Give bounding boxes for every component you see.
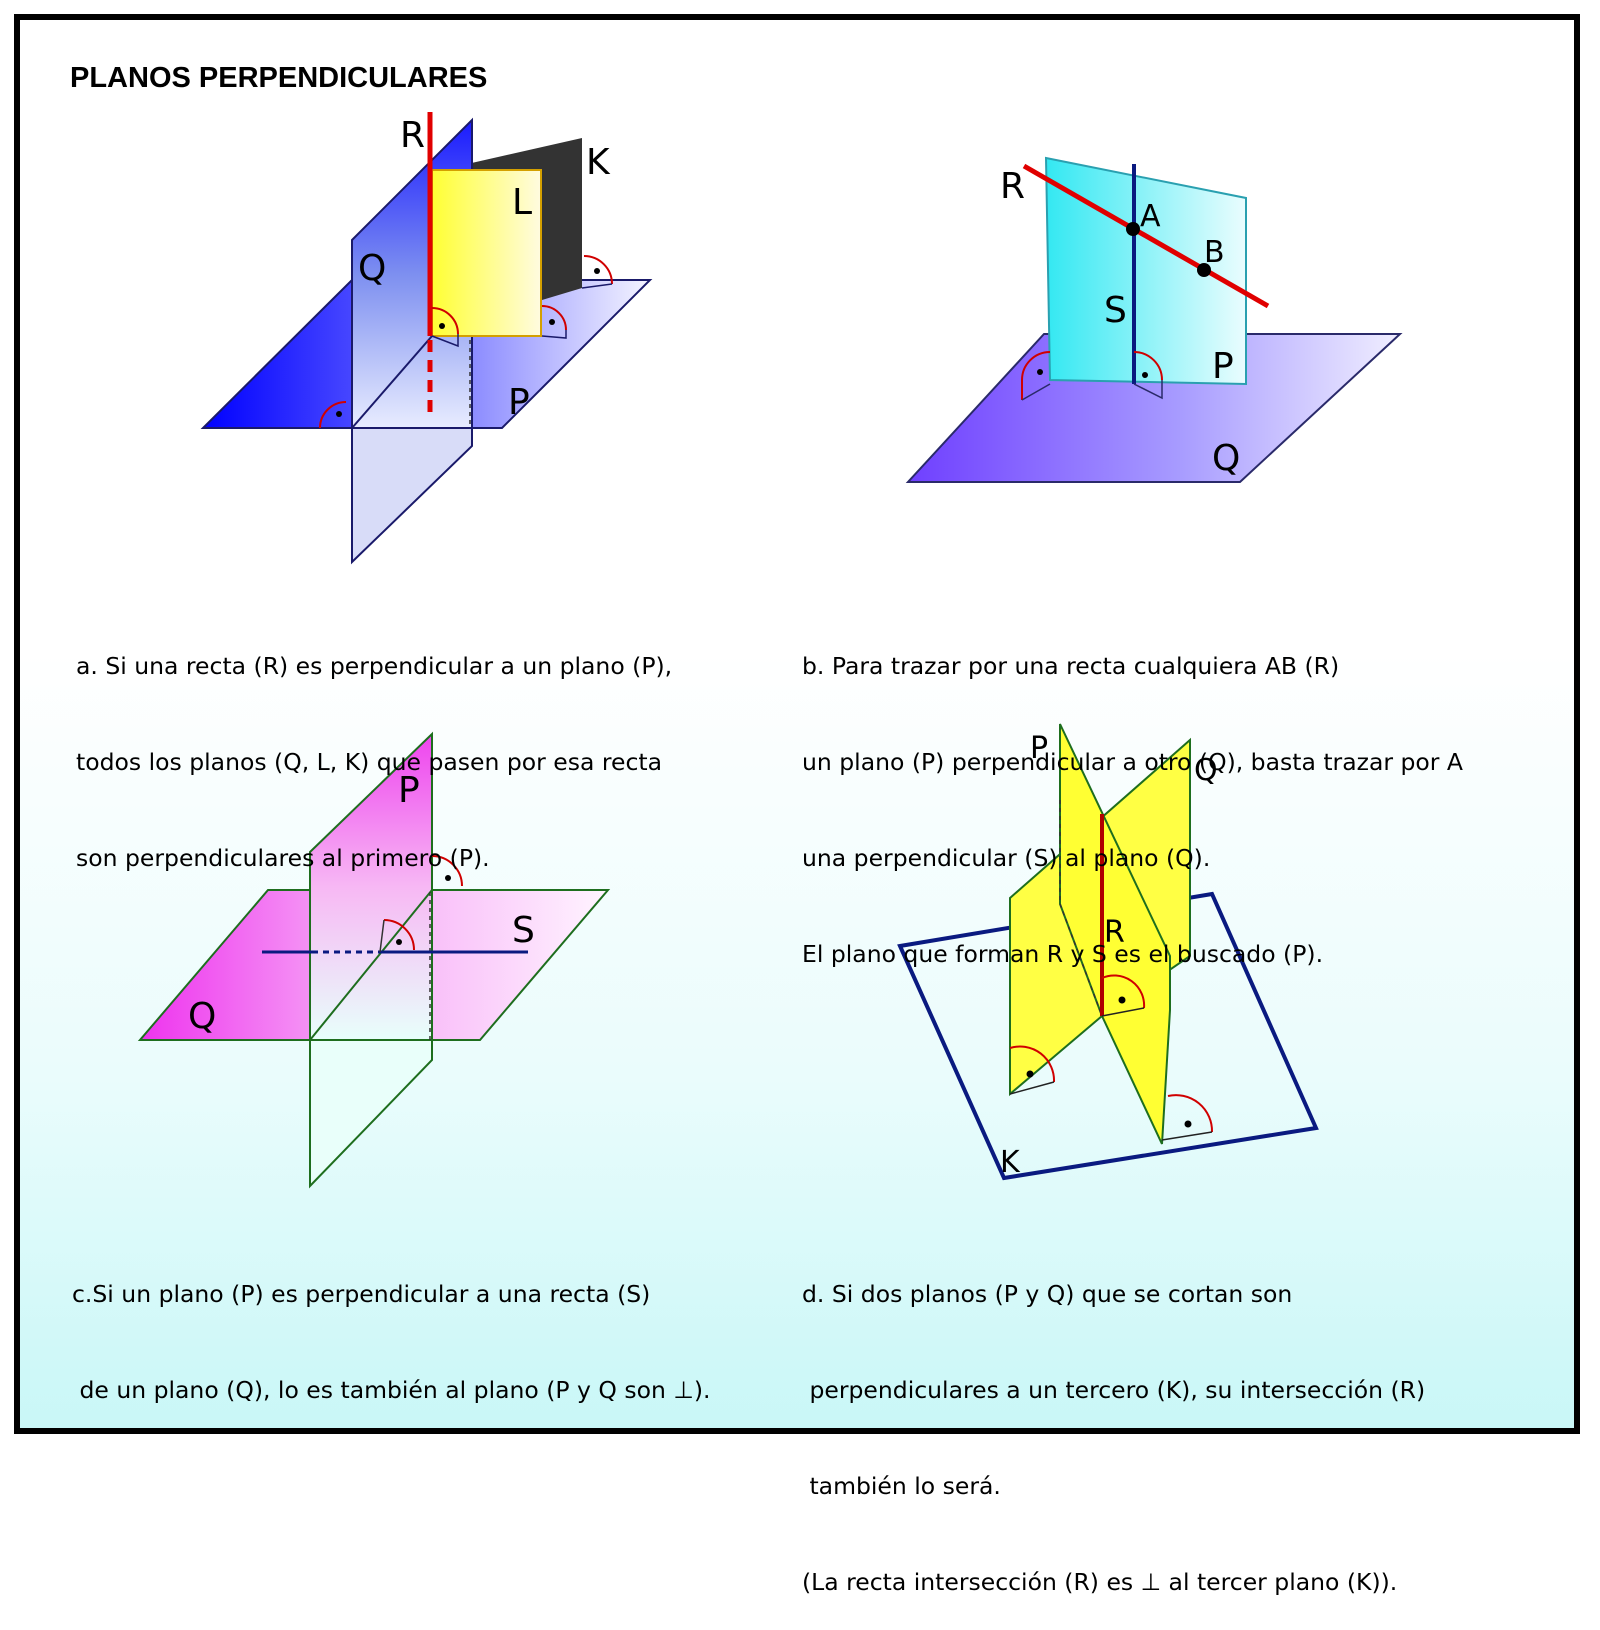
label-q-d: Q xyxy=(1194,753,1218,788)
dots-a xyxy=(336,268,600,417)
plane-q-lower-a xyxy=(351,427,473,565)
label-q-b: Q xyxy=(1212,438,1240,479)
label-a-b: A xyxy=(1140,199,1161,234)
point-a-b xyxy=(1126,222,1140,236)
caption-line: a. Si una recta (R) es perpendicular a u… xyxy=(76,652,673,680)
dots-c xyxy=(396,875,451,945)
caption-line: una perpendicular (S) al plano (Q). xyxy=(802,844,1211,872)
label-s-b: S xyxy=(1104,290,1127,331)
plane-p-lower-c xyxy=(309,1039,433,1189)
label-p-b: P xyxy=(1212,346,1234,387)
label-q-c: Q xyxy=(188,996,216,1037)
sheet-frame xyxy=(14,14,1580,1434)
label-l-a: L xyxy=(512,182,532,223)
plane-q-b xyxy=(905,333,1403,483)
trace-p-on-q-c xyxy=(309,889,433,1041)
right-angle-ticks-c xyxy=(379,919,385,953)
right-angle-ticks-b xyxy=(1021,380,1163,401)
right-angle-marks-c xyxy=(383,855,463,951)
figure-b: R A B S P Q xyxy=(905,156,1403,483)
right-angle-ticks-d xyxy=(1009,1007,1213,1141)
figure-d: P Q R K xyxy=(897,723,1319,1181)
right-angle-marks-d xyxy=(1009,974,1214,1133)
caption-c: c.Si un plano (P) es perpendicular a una… xyxy=(72,1214,711,1438)
label-p-a: P xyxy=(508,382,530,423)
right-angle-ticks-a xyxy=(431,283,613,348)
caption-a: a. Si una recta (R) es perpendicular a u… xyxy=(76,586,672,906)
label-r-d: R xyxy=(1104,915,1125,950)
label-r-a: R xyxy=(400,115,425,156)
label-p-c: P xyxy=(398,770,420,811)
label-k-a: K xyxy=(586,142,611,183)
trace-q-on-p-a xyxy=(351,335,433,429)
caption-line: de un plano (Q), lo es también al plano … xyxy=(72,1376,711,1404)
figure-c: P S Q xyxy=(137,731,611,1189)
label-k-d: K xyxy=(1000,1145,1021,1180)
point-b-b xyxy=(1197,263,1211,277)
right-angle-marks-a xyxy=(319,255,613,429)
plane-p-b xyxy=(1044,156,1247,386)
caption-b: b. Para trazar por una recta cualquiera … xyxy=(802,586,1463,1002)
caption-line: un plano (P) perpendicular a otro (Q), b… xyxy=(802,748,1463,776)
plane-p-upper-c xyxy=(309,731,433,1041)
label-q-a: Q xyxy=(358,248,386,289)
dots-d xyxy=(1026,996,1192,1128)
label-s-c: S xyxy=(512,910,535,951)
figure-a: R K L Q P xyxy=(200,112,653,565)
right-angle-marks-b xyxy=(1021,351,1163,400)
caption-line: todos los planos (Q, L, K) que pasen por… xyxy=(76,748,662,776)
caption-line: son perpendiculares al primero (P). xyxy=(76,844,490,872)
hidden-trace-d xyxy=(1059,903,1103,1017)
caption-line: b. Para trazar por una recta cualquiera … xyxy=(802,652,1340,680)
line-r-b xyxy=(1022,163,1270,309)
label-r-b: R xyxy=(1000,166,1025,207)
caption-line: c.Si un plano (P) es perpendicular a una… xyxy=(72,1280,651,1308)
dots-b xyxy=(1037,369,1148,378)
label-p-d: P xyxy=(1030,731,1048,766)
caption-line: El plano que forman R y S es el buscado … xyxy=(802,940,1324,968)
page-title: PLANOS PERPENDICULARES xyxy=(70,62,488,94)
caption-line: también lo será. xyxy=(802,1472,1001,1500)
caption-d: d. Si dos planos (P y Q) que se cortan s… xyxy=(802,1214,1425,1630)
caption-line: perpendiculares a un tercero (K), su int… xyxy=(802,1376,1426,1404)
caption-line: (La recta intersección (R) es ⊥ al terce… xyxy=(802,1568,1398,1596)
label-b-b: B xyxy=(1204,235,1225,270)
caption-line: d. Si dos planos (P y Q) que se cortan s… xyxy=(802,1280,1293,1308)
figures-canvas: R K L Q P R A B S P Q xyxy=(137,112,1403,1189)
